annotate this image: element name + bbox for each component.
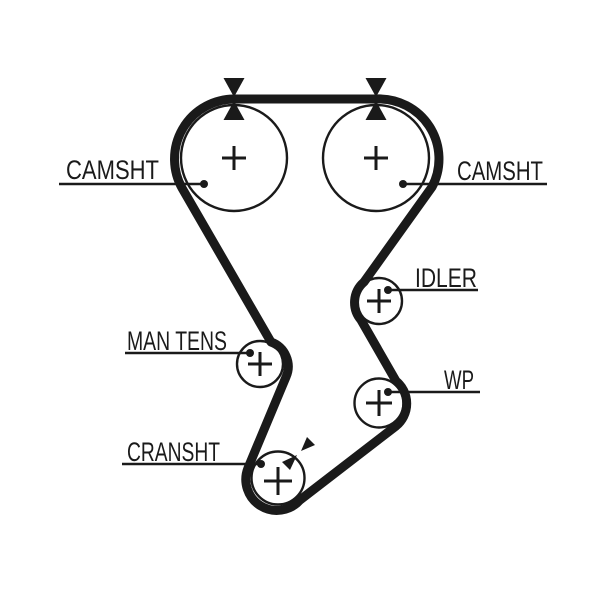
label-manual-tensioner: MAN TENS [127, 326, 227, 356]
leader-dot [246, 349, 254, 357]
timing-mark-icon [223, 101, 245, 120]
center-cross-icon [264, 467, 292, 495]
timing-belt [170, 94, 444, 515]
center-cross-icon [366, 390, 392, 416]
label-camshaft-right: CAMSHT [457, 156, 543, 186]
leader-dot [384, 388, 392, 396]
manual-tensioner-pulley [235, 339, 285, 389]
callout-crankshaft: CRANSHT [122, 437, 265, 468]
timing-mark-icon [223, 78, 245, 97]
center-cross-icon [364, 146, 388, 170]
timing-mark-icon [301, 437, 315, 451]
center-cross-icon [222, 146, 246, 170]
timing-mark-icon [365, 101, 387, 120]
callout-camshaft-left: CAMSHT [59, 155, 208, 188]
idler-pulley [354, 276, 404, 326]
timing-mark-icon [282, 455, 297, 470]
callout-idler: IDLER [384, 263, 478, 294]
label-camshaft-left: CAMSHT [66, 155, 159, 185]
label-crankshaft: CRANSHT [127, 437, 220, 467]
callout-manual-tensioner: MAN TENS [125, 326, 254, 357]
timing-mark-icon [365, 78, 387, 97]
leader-dot [399, 180, 407, 188]
leader-dot [384, 286, 392, 294]
callout-camshaft-right: CAMSHT [399, 156, 547, 188]
center-cross-icon [248, 352, 272, 376]
crankshaft-pulley [250, 450, 306, 506]
callout-water-pump: WP [384, 365, 480, 396]
center-cross-icon [367, 289, 391, 313]
label-idler: IDLER [415, 263, 477, 293]
water-pump-pulley [353, 377, 405, 429]
leader-dot [200, 180, 208, 188]
leader-dot [257, 460, 265, 468]
label-water-pump: WP [444, 365, 474, 395]
